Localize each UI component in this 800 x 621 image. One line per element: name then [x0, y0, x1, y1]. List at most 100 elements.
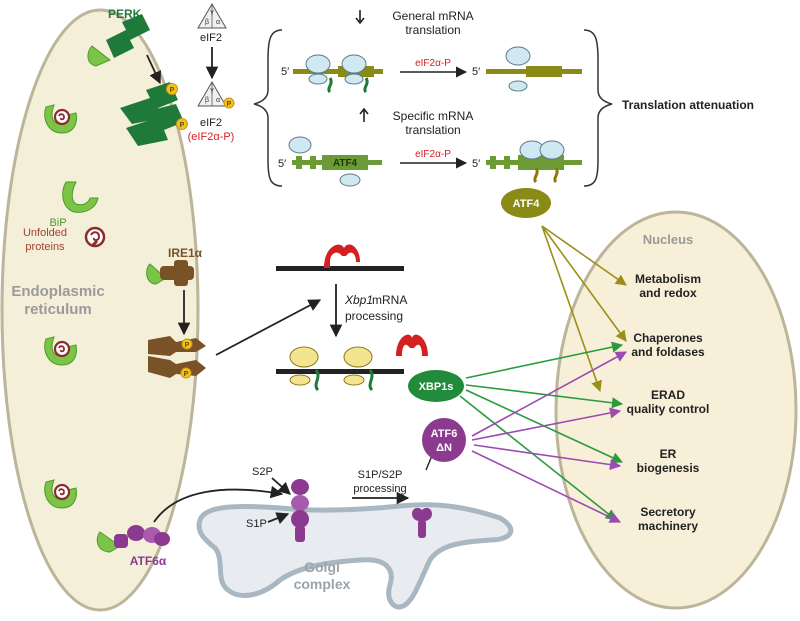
specific-label-2: translation: [405, 123, 460, 137]
s1p-s2p-label-1: S1P/S2P: [358, 469, 403, 481]
atf4-mrna-label: ATF4: [333, 158, 358, 169]
nucleus-label: Nucleus: [643, 232, 694, 247]
unfolded-label-1: Unfolded: [23, 227, 67, 239]
eif2-beta: β: [205, 97, 209, 104]
perk-active-dimer: P P: [120, 82, 188, 146]
five-prime-label: 5′: [278, 158, 286, 170]
target-2-line1: Chaperones: [633, 331, 703, 345]
ribosome-icon: [305, 54, 331, 74]
left-brace: [253, 29, 283, 187]
general-eif2ap-label: eIF2α-P: [415, 58, 451, 69]
xbp1s-badge-label: XBP1s: [419, 381, 454, 393]
up-arrow-icon: [359, 107, 369, 122]
perk-inactive: [87, 14, 150, 67]
phospho-site-icon: [166, 83, 178, 95]
eif2a-p-label: (eIF2α-P): [188, 131, 235, 143]
atf4-mrna-before: 5′ ATF4: [278, 136, 382, 187]
bip-unfolded-complex-2: [44, 336, 77, 366]
perk-activation-arrow: [146, 54, 161, 85]
target-3-line2: quality control: [627, 402, 710, 416]
atf4-target-arrows: [541, 225, 627, 393]
s2p-arrow: [271, 477, 291, 495]
target-1-line2: and redox: [639, 286, 697, 300]
ribosome-icon: [344, 73, 364, 85]
target-5-line1: Secretory: [640, 505, 696, 519]
golgi-complex: [196, 502, 514, 610]
general-label-1: General mRNA: [392, 9, 473, 23]
unfolded-label-2: proteins: [25, 241, 65, 253]
atf6a-label: ATF6α: [130, 554, 167, 568]
phospho-label: P: [185, 342, 190, 349]
atf6dn-badge: [422, 418, 466, 462]
general-mrna-before: 5′: [281, 54, 383, 94]
atf4-mrna-after: 5′: [472, 140, 582, 184]
atf4-badge-label: ATF4: [513, 198, 541, 210]
ribosome-icon: [508, 80, 528, 92]
ire1a-label: IRE1α: [168, 246, 203, 260]
ire1a-inactive: [146, 260, 194, 286]
ribosome-icon: [341, 54, 367, 74]
target-3-line1: ERAD: [651, 388, 685, 402]
ribosome-icon: [289, 374, 311, 386]
eif2-beta: β: [205, 19, 209, 26]
xbp1-processing-label: processing: [345, 309, 403, 323]
xbp1-mrna-spliced: [276, 346, 404, 392]
bip-unfolded-complex-1: [44, 104, 77, 134]
er-label-1: Endoplasmic: [11, 283, 104, 300]
ribosome-icon: [288, 136, 312, 154]
atf6-transport-arrow: [153, 485, 284, 523]
eif2-complex-top: β γ α: [197, 3, 227, 29]
target-4-line1: ER: [660, 447, 677, 461]
ribosome-icon: [289, 346, 319, 368]
five-prime-label: 5′: [472, 158, 480, 170]
translation-attenuation-label: Translation attenuation: [622, 98, 754, 112]
phospho-site-icon: [180, 367, 192, 379]
target-2-line2: and foldases: [631, 345, 705, 359]
general-label-2: translation: [405, 23, 460, 37]
nucleus-targets: Metabolism and redox Chaperones and fold…: [627, 272, 710, 533]
eif2-gamma: γ: [210, 9, 214, 16]
target-1-line1: Metabolism: [635, 272, 701, 286]
five-prime-label: 5′: [472, 66, 480, 78]
eif2-alpha: α: [216, 97, 220, 104]
right-brace: [583, 29, 613, 187]
s1p-arrow: [267, 512, 290, 525]
eif2-label-bottom: eIF2: [200, 117, 222, 129]
bip-unfolded-complex-3: [44, 479, 77, 509]
five-prime-label: 5′: [281, 66, 289, 78]
eif2-complex-bottom: β γ α P: [197, 81, 235, 109]
ribosome-icon: [343, 374, 365, 386]
ribosome-icon: [505, 46, 531, 66]
atf6a-er: [96, 525, 170, 553]
eif2-label-top: eIF2: [200, 32, 222, 44]
atf6-golgi-cleaved: [412, 507, 432, 538]
eif2-gamma: γ: [210, 87, 214, 94]
phospho-site-icon: [176, 118, 188, 130]
ribosome-icon: [539, 140, 565, 160]
phospho-label: P: [184, 371, 189, 378]
phospho-label: P: [180, 122, 185, 129]
xbp1s-badge: [408, 370, 464, 402]
down-arrow-icon: [355, 10, 365, 25]
target-4-line2: biogenesis: [637, 461, 700, 475]
eif2-alpha: α: [216, 19, 220, 26]
specific-label-1: Specific mRNA: [393, 109, 474, 123]
s1p-s2p-label-2: processing: [353, 483, 406, 495]
xbp1-mrna-unspliced: [276, 244, 404, 271]
ire1a-to-xbp1-arrow: [215, 299, 322, 356]
bip-protein: [62, 181, 99, 213]
phospho-site-icon: [181, 338, 193, 350]
ribosome-icon: [308, 73, 328, 85]
s2p-label: S2P: [252, 466, 273, 478]
phospho-label: P: [227, 101, 232, 108]
target-5-line2: machinery: [638, 519, 698, 533]
atf6dn-label-1: ATF6: [431, 428, 458, 440]
mrna-word-label: mRNA: [372, 293, 407, 307]
bip-label: BiP: [49, 217, 66, 229]
phospho-site-icon: [223, 97, 235, 109]
ribosome-icon: [343, 346, 373, 368]
atf6-golgi-full: [291, 479, 309, 542]
general-mrna-after: 5′: [472, 46, 582, 92]
xbp1-label: Xbp1: [344, 293, 373, 307]
phospho-label: P: [170, 87, 175, 94]
